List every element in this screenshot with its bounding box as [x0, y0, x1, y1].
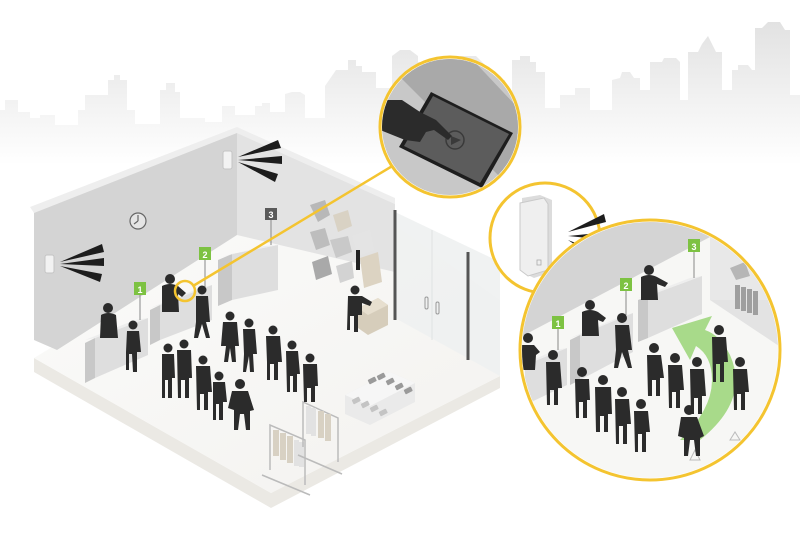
- door-handle-icon: [424, 296, 429, 310]
- back-wall: [34, 130, 237, 350]
- people-silhouettes: [100, 274, 372, 430]
- signal-waves-icon: [238, 140, 282, 182]
- folded-items-table: [345, 372, 415, 425]
- callout-connector: [192, 163, 395, 288]
- counter-number: 2: [202, 250, 207, 260]
- counter-number: 1: [555, 319, 560, 329]
- counter-label-badge: [265, 208, 277, 220]
- door-handle-icon: [435, 301, 440, 315]
- signal-waves-icon: [60, 244, 104, 282]
- hand-icon: [382, 100, 452, 142]
- store-room: 3 2 1: [30, 127, 500, 508]
- sensor-device-left: [44, 244, 104, 282]
- highlight-ring: [173, 279, 197, 303]
- counter-number: 3: [268, 210, 273, 220]
- counter-label-badge: [134, 282, 146, 295]
- counter-label-badge: [199, 247, 211, 260]
- wall-rim: [30, 127, 395, 213]
- counter-number: 3: [691, 242, 696, 252]
- counter-3: 3: [218, 208, 278, 306]
- sensor-device-top: [222, 140, 282, 182]
- sensor-device: [519, 195, 552, 278]
- counter-number: 2: [623, 281, 628, 291]
- counter-label-badge: [552, 316, 564, 329]
- counter-number: 1: [137, 285, 142, 295]
- play-icon: [451, 136, 461, 145]
- clothing-rack: [261, 400, 343, 496]
- counter-label-badge: [620, 278, 632, 291]
- glass-storefront: [395, 212, 500, 376]
- tablet-callout: [378, 55, 522, 199]
- people-silhouettes: [522, 265, 749, 456]
- counter-label-badge: [688, 239, 700, 252]
- floor-edge: [34, 358, 500, 508]
- queue-callout: 3 2 1: [518, 218, 782, 482]
- clock-icon: [129, 212, 147, 230]
